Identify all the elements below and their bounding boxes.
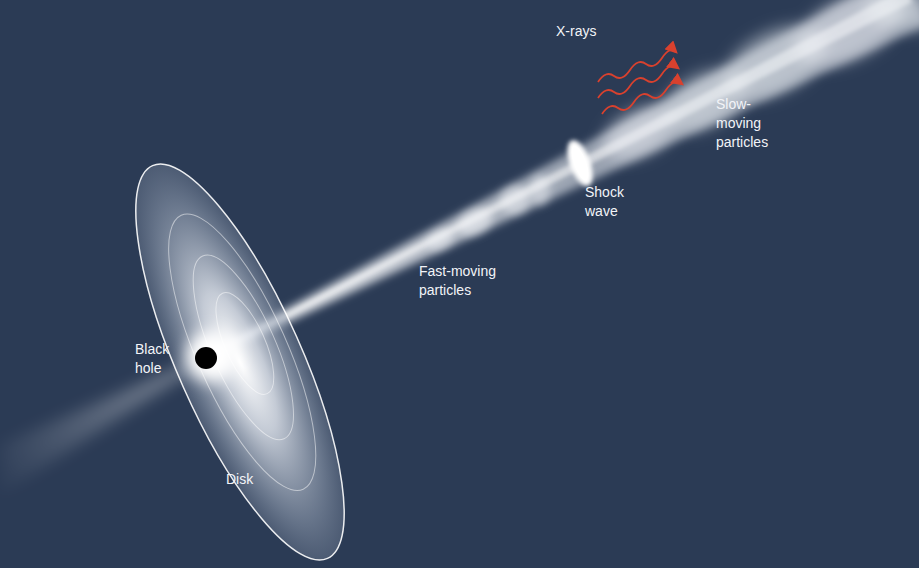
text-label: Disk bbox=[226, 470, 276, 489]
text-label: Slow-moving particles bbox=[716, 95, 786, 152]
text-label: Black hole bbox=[135, 340, 185, 378]
text-label: X-rays bbox=[556, 22, 626, 41]
text-label: Shock wave bbox=[585, 183, 640, 221]
text-label: Fast-moving particles bbox=[419, 262, 514, 300]
